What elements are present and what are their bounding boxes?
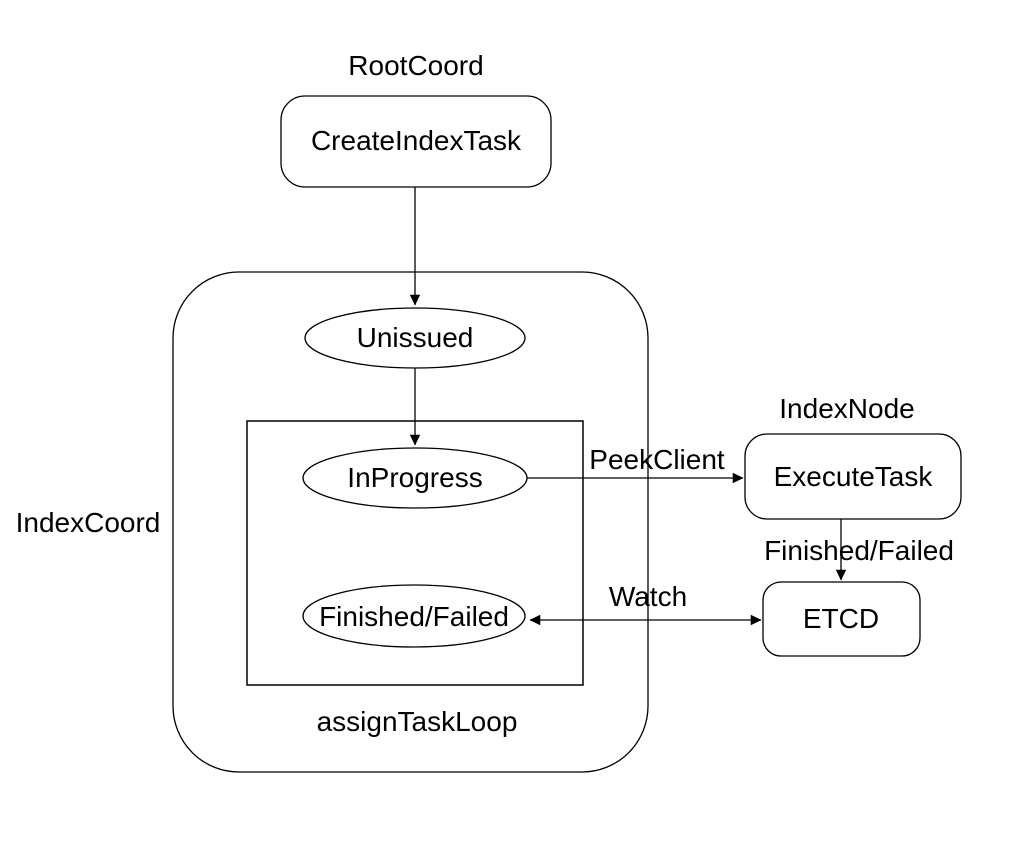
assign-task-loop-label: assignTaskLoop	[316, 705, 518, 737]
index-coord-label: IndexCoord	[15, 506, 161, 538]
unissued-node	[304, 307, 526, 369]
execute-task-label: ExecuteTask	[773, 460, 933, 492]
execute-task-node	[744, 433, 962, 520]
create-index-task-node	[280, 95, 552, 188]
create-index-task-label: CreateIndexTask	[310, 124, 522, 156]
finished-failed-edge-label: Finished/Failed	[764, 534, 954, 566]
peek-client-edge-label: PeekClient	[589, 443, 725, 475]
etcd-label: ETCD	[802, 602, 880, 634]
etcd-node	[762, 581, 921, 657]
watch-edge-label: Watch	[608, 580, 688, 612]
in-progress-label: InProgress	[347, 461, 483, 493]
unissued-label: Unissued	[356, 321, 474, 353]
finished-failed-node	[302, 584, 526, 648]
root-coord-label: RootCoord	[348, 49, 484, 81]
index-node-label: IndexNode	[779, 392, 915, 424]
in-progress-node	[302, 447, 528, 509]
finished-failed-state-label: Finished/Failed	[319, 600, 509, 632]
